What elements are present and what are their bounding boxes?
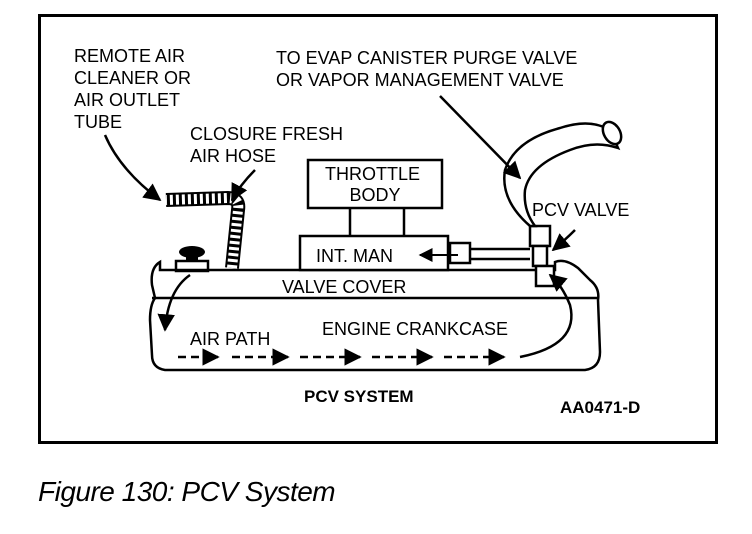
closure-hose-leader [230, 169, 256, 202]
system-title: PCV SYSTEM [304, 387, 414, 406]
oil-filler-cap [174, 246, 210, 273]
remote-air-label: REMOTE AIR CLEANER OR AIR OUTLET TUBE [74, 46, 196, 132]
closure-air-hose [165, 190, 246, 269]
pcv-valve-body [528, 224, 556, 288]
valve-cover-label: VALVE COVER [282, 277, 406, 297]
intake-manifold-label: INT. MAN [316, 246, 393, 266]
pcv-hose [418, 241, 530, 265]
air-path-arrows [157, 273, 573, 366]
throttle-body-box [306, 158, 444, 210]
diagram-frame [38, 14, 718, 444]
engine-crankcase-label: ENGINE CRANKCASE [322, 319, 508, 339]
evap-leader [439, 95, 522, 180]
evap-canister-label: TO EVAP CANISTER PURGE VALVE OR VAPOR MA… [276, 48, 582, 90]
part-code: AA0471-D [560, 398, 640, 417]
remote-air-leader [103, 134, 162, 202]
air-path-label: AIR PATH [190, 329, 270, 349]
pcv-valve-leader [551, 229, 576, 252]
pcv-valve-label: PCV VALVE [532, 200, 629, 220]
closure-air-hose-label: CLOSURE FRESH AIR HOSE [190, 124, 348, 166]
figure-caption: Figure 130: PCV System [38, 476, 336, 507]
throttle-body-label: THROTTLE BODY [325, 164, 425, 205]
